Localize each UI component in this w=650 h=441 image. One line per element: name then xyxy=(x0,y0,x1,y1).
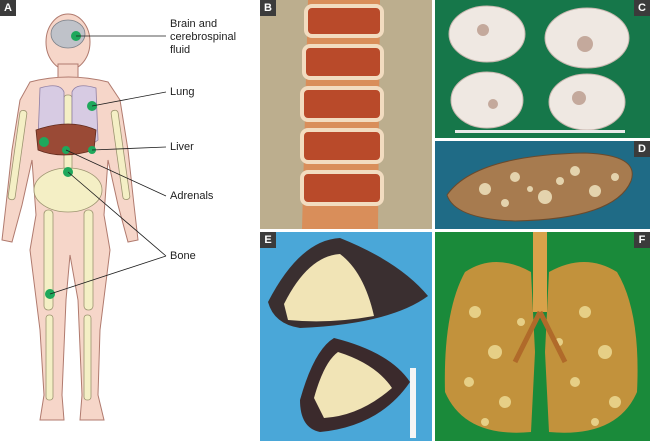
callout-brain-line1: Brain and xyxy=(170,18,218,30)
lung-specimen xyxy=(435,232,650,441)
panel-c-brain-slices-photo: C xyxy=(435,0,650,138)
callout-liver: Liver xyxy=(170,141,194,153)
spine-specimen xyxy=(260,0,432,229)
panel-b-label: B xyxy=(260,0,276,16)
panel-e-adrenal-photo: E xyxy=(260,232,432,441)
panel-f-lungs-photo: F xyxy=(435,232,650,441)
panel-d-liver-photo: D xyxy=(435,141,650,229)
skeleton xyxy=(7,94,131,401)
callout-adrenals: Adrenals xyxy=(170,190,214,202)
leader-lines xyxy=(49,35,167,295)
callout-lung: Lung xyxy=(170,86,195,98)
brain-organ xyxy=(50,19,86,49)
brain-slices xyxy=(435,0,650,138)
body-silhouette xyxy=(1,13,139,421)
liver-marker xyxy=(39,137,49,147)
panel-d-label: D xyxy=(634,141,650,157)
adrenal-specimens xyxy=(260,232,432,441)
panel-e-label: E xyxy=(260,232,276,248)
liver-specimen xyxy=(435,141,650,229)
callout-brain-line2: cerebrospinal xyxy=(170,31,237,43)
panel-a-body-diagram: A xyxy=(0,0,258,441)
panel-b-spine-photo: B xyxy=(260,0,432,229)
panel-a-label: A xyxy=(0,0,16,16)
callout-brain-line3: fluid xyxy=(170,44,191,56)
panel-c-label: C xyxy=(634,0,650,16)
callout-bone: Bone xyxy=(170,250,196,262)
body-figure xyxy=(1,13,167,421)
panel-f-label: F xyxy=(634,232,650,248)
